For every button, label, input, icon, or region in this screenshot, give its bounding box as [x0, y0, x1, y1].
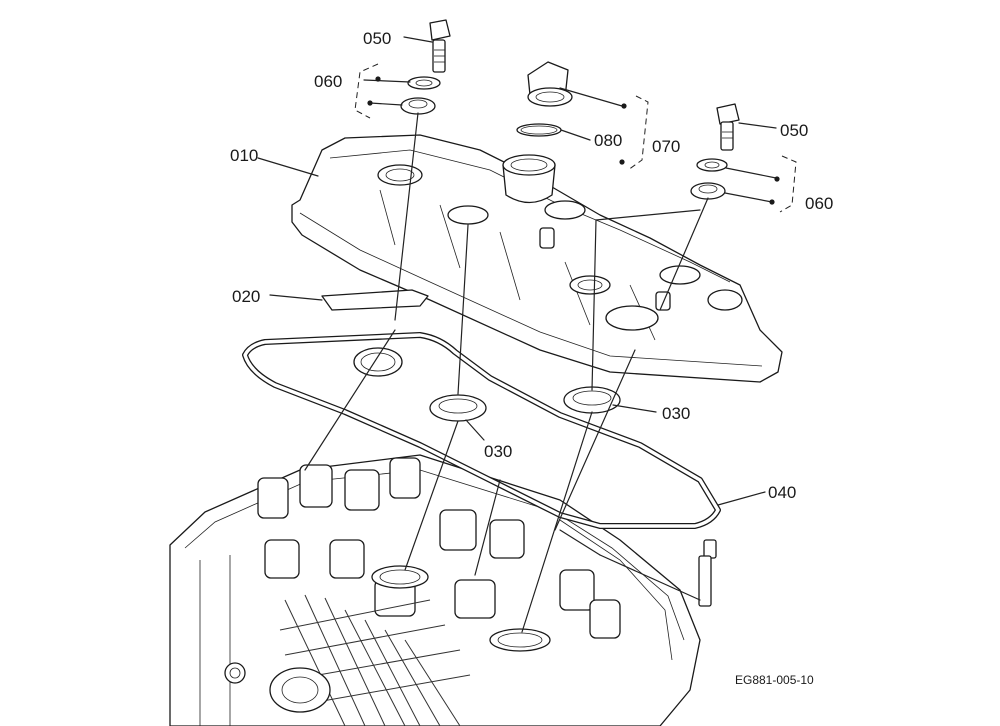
- callout-010: 010: [230, 146, 258, 165]
- cover-gasket: [242, 332, 721, 529]
- callout-040: 040: [768, 483, 796, 502]
- callout-030-right: 030: [662, 404, 690, 423]
- valve-cover: [291, 134, 783, 383]
- callout-060-left: 060: [314, 72, 342, 91]
- cylinder-head: [169, 454, 701, 726]
- plug-seal-right: [563, 386, 621, 414]
- callout-030-left: 030: [484, 442, 512, 461]
- washer-right: [696, 158, 728, 172]
- cover-bolt-right: [716, 103, 740, 151]
- oil-filler-cap: [527, 61, 573, 107]
- group-dots: [367, 76, 780, 205]
- callout-050-top: 050: [363, 29, 391, 48]
- callout-080: 080: [594, 131, 622, 150]
- cover-bolt-top: [429, 19, 451, 73]
- callout-070: 070: [652, 137, 680, 156]
- filler-o-ring: [516, 123, 562, 137]
- group-brackets: [354, 63, 797, 213]
- callout-050-right: 050: [780, 121, 808, 140]
- grommet-top: [400, 97, 436, 115]
- callout-060-right: 060: [805, 194, 833, 213]
- plug-seal-left: [429, 394, 487, 422]
- drawing-code: EG881-005-10: [735, 673, 814, 687]
- stud-bolt: [698, 539, 717, 607]
- washer-top: [407, 76, 441, 90]
- alignment-lines: [304, 112, 709, 633]
- leader-lines: [257, 36, 777, 506]
- callout-020: 020: [232, 287, 260, 306]
- grommet-right: [690, 182, 726, 200]
- gasket-020: [321, 289, 429, 311]
